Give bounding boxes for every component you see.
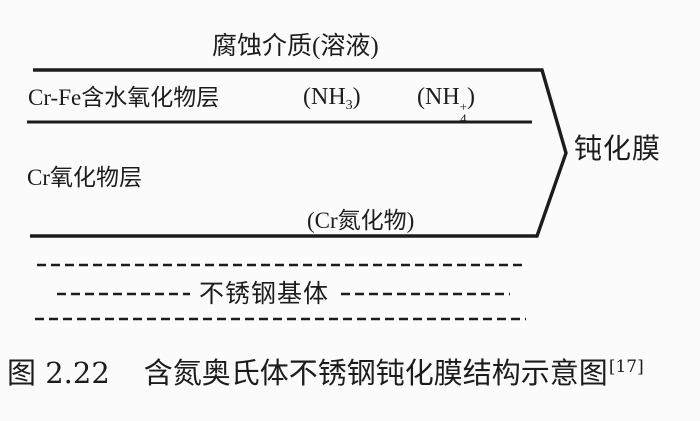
cr-oxide-layer-label: Cr氧化物层 — [27, 165, 142, 190]
nh4-subscript: 4 — [460, 110, 467, 126]
nh3-prefix: (NH — [303, 84, 346, 110]
citation-ref: [17] — [608, 357, 644, 377]
figure-caption: 图 2.22 含氮奥氏体不锈钢钝化膜结构示意图[17] — [7, 359, 644, 389]
passive-film-outline — [30, 68, 568, 238]
nh3-subscript: 3 — [345, 98, 353, 113]
substrate-label: 不锈钢基体 — [199, 281, 330, 308]
cr-nitride-label: (Cr氮化物) — [307, 208, 415, 233]
corrosive-medium-label: 腐蚀介质(溶液) — [212, 33, 379, 60]
nh3-suffix: ) — [352, 84, 361, 110]
nh4-suffix: ) — [467, 84, 475, 110]
nh4-species-label: (NH+4) — [417, 84, 475, 126]
hydrated-oxide-layer-label: Cr-Fe含水氧化物层 — [28, 85, 220, 110]
passive-film-label: 钝化膜 — [574, 134, 662, 165]
figure-number: 图 2.22 — [7, 356, 110, 390]
nh3-species-label: (NH3) — [303, 84, 361, 113]
nh4-charge-stack: +4 — [459, 99, 467, 126]
nh4-superscript: + — [459, 99, 467, 114]
nh4-prefix: (NH — [417, 84, 460, 110]
caption-text: 含氮奥氏体不锈钢钝化膜结构示意图 — [143, 358, 608, 390]
